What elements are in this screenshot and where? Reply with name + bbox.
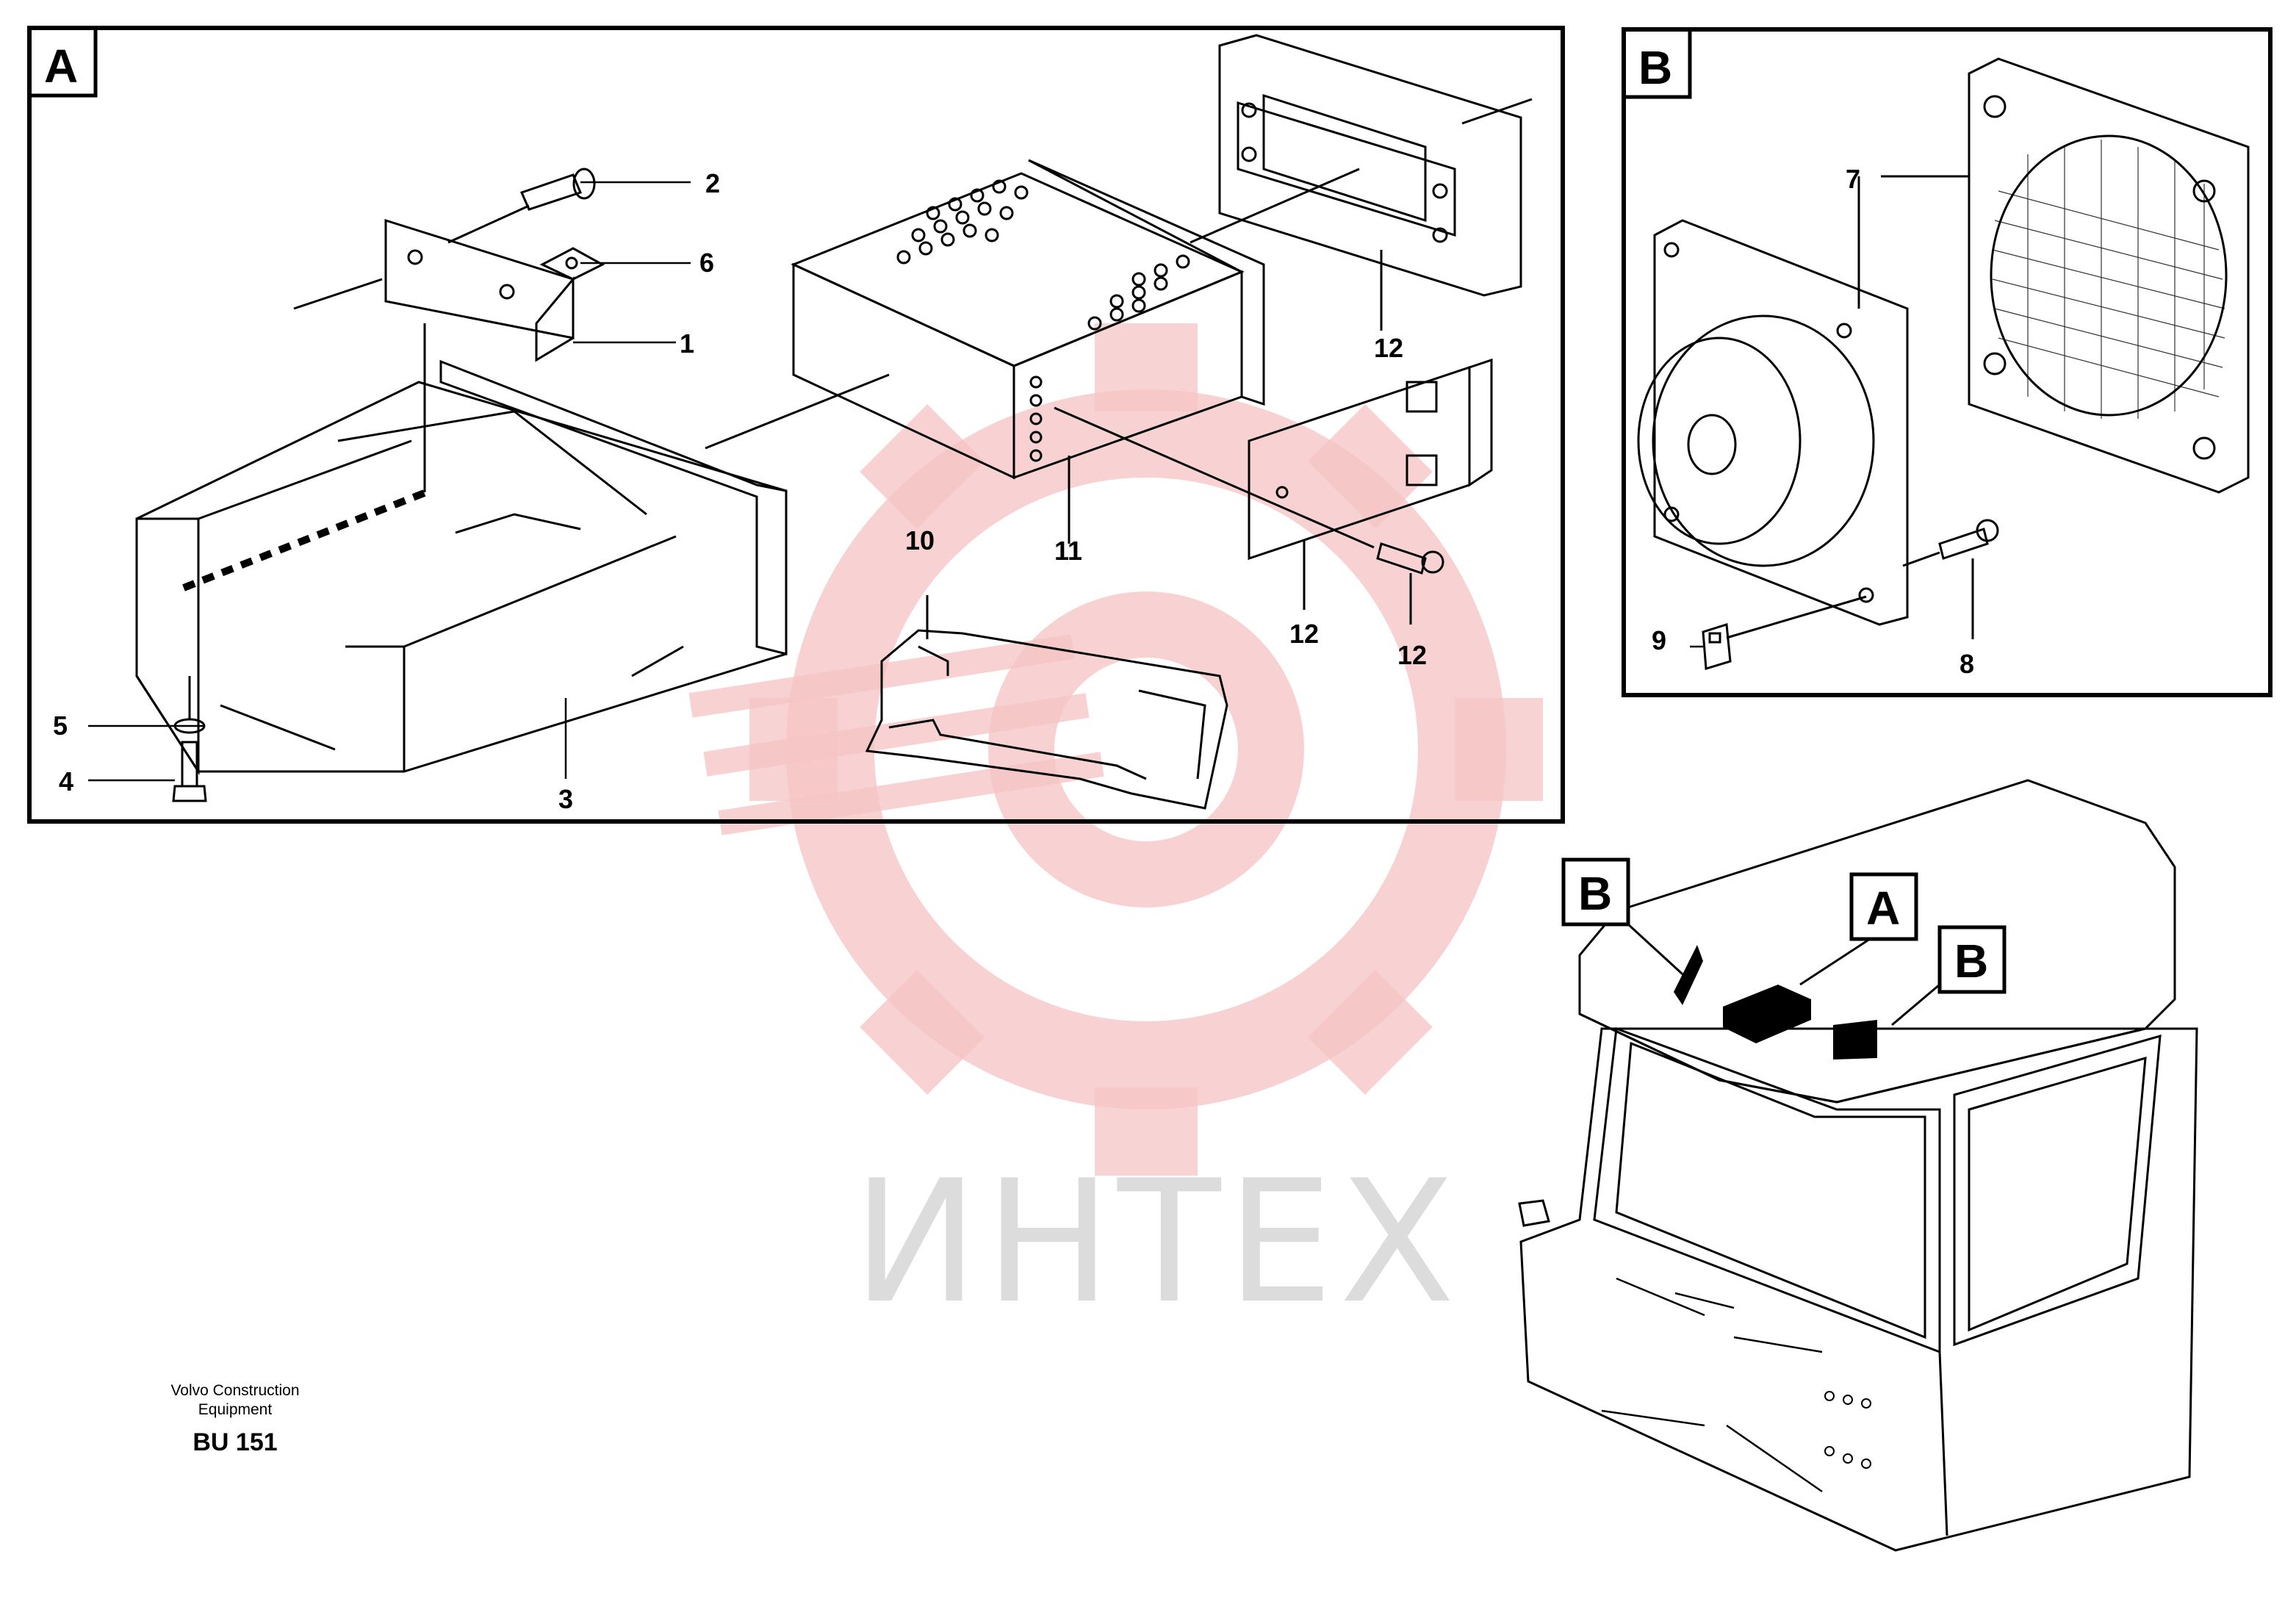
panel-a-frame — [29, 28, 1563, 821]
part-9-clip-nut — [1703, 597, 1866, 669]
cab-front-window — [1594, 1029, 1940, 1352]
callout-6: 6 — [699, 248, 714, 278]
part-4-bolt — [173, 676, 206, 801]
callout-3: 3 — [558, 784, 573, 814]
part-3-mounting-box — [137, 362, 786, 771]
callout-9: 9 — [1652, 625, 1666, 655]
marker-speaker-left — [1674, 945, 1703, 1005]
panel-b-tag: B — [1638, 41, 1672, 94]
cab-location-view: B A B — [1519, 780, 2197, 1550]
radio-vent-holes — [898, 181, 1189, 461]
cab-side-window — [1954, 1036, 2160, 1345]
callout-2: 2 — [705, 168, 720, 198]
callout-1: 1 — [680, 328, 694, 359]
part-11-radio-unit — [705, 160, 1264, 544]
part-7-speaker — [1638, 176, 1969, 625]
panel-a: A — [29, 28, 1563, 821]
watermark: ИНТЕХ — [691, 323, 1543, 1341]
location-tag-b-left-box — [1563, 860, 1628, 924]
panel-b: B — [1624, 29, 2270, 695]
panel-a-tag-box — [29, 28, 96, 96]
callout-10: 10 — [905, 525, 935, 555]
footer-drawing-code: BU 151 — [192, 1428, 278, 1456]
callout-8: 8 — [1959, 649, 1974, 679]
location-tag-a-box — [1851, 874, 1916, 939]
location-tag-b-right-box — [1940, 927, 2004, 992]
part-2-screw — [448, 169, 594, 242]
callout-12-plate: 12 — [1289, 619, 1319, 649]
callout-12-screw: 12 — [1397, 640, 1427, 670]
part-8-screw — [1903, 520, 1998, 639]
watermark-text: ИНТЕХ — [852, 1145, 1461, 1341]
part-12-face-plate — [1249, 360, 1491, 610]
panel-a-tag: A — [44, 40, 78, 93]
part-6-clip-nut — [542, 248, 602, 279]
footer-manufacturer-line-1: Volvo Construction — [170, 1382, 300, 1399]
marker-speaker-right — [1833, 1020, 1877, 1060]
callout-12-frame: 12 — [1374, 333, 1403, 363]
panel-a-leaders — [88, 182, 691, 780]
callout-11: 11 — [1054, 536, 1082, 566]
footer-manufacturer-line-2: Equipment — [198, 1401, 273, 1418]
speaker-grille — [1969, 59, 2248, 492]
part-12-screw — [1054, 408, 1443, 625]
panel-b-tag-box — [1624, 29, 1690, 97]
callout-5: 5 — [53, 711, 68, 741]
part-10-holder — [867, 595, 1227, 808]
cab-body — [1521, 1029, 2197, 1550]
location-tag-a: A — [1866, 882, 1900, 935]
cab-vent-holes — [1825, 1392, 1871, 1468]
part-1-bracket — [294, 220, 573, 492]
location-tag-b-left: B — [1578, 867, 1612, 920]
marker-radio — [1723, 985, 1811, 1043]
part-12-frame — [1190, 35, 1532, 331]
callout-7: 7 — [1846, 164, 1860, 194]
footer-caption: Volvo Construction Equipment BU 151 — [147, 1381, 323, 1457]
watermark-gear-logo — [691, 323, 1543, 1176]
location-tag-b-right: B — [1954, 935, 1988, 988]
panel-b-frame — [1624, 29, 2270, 695]
callout-4: 4 — [59, 766, 73, 796]
